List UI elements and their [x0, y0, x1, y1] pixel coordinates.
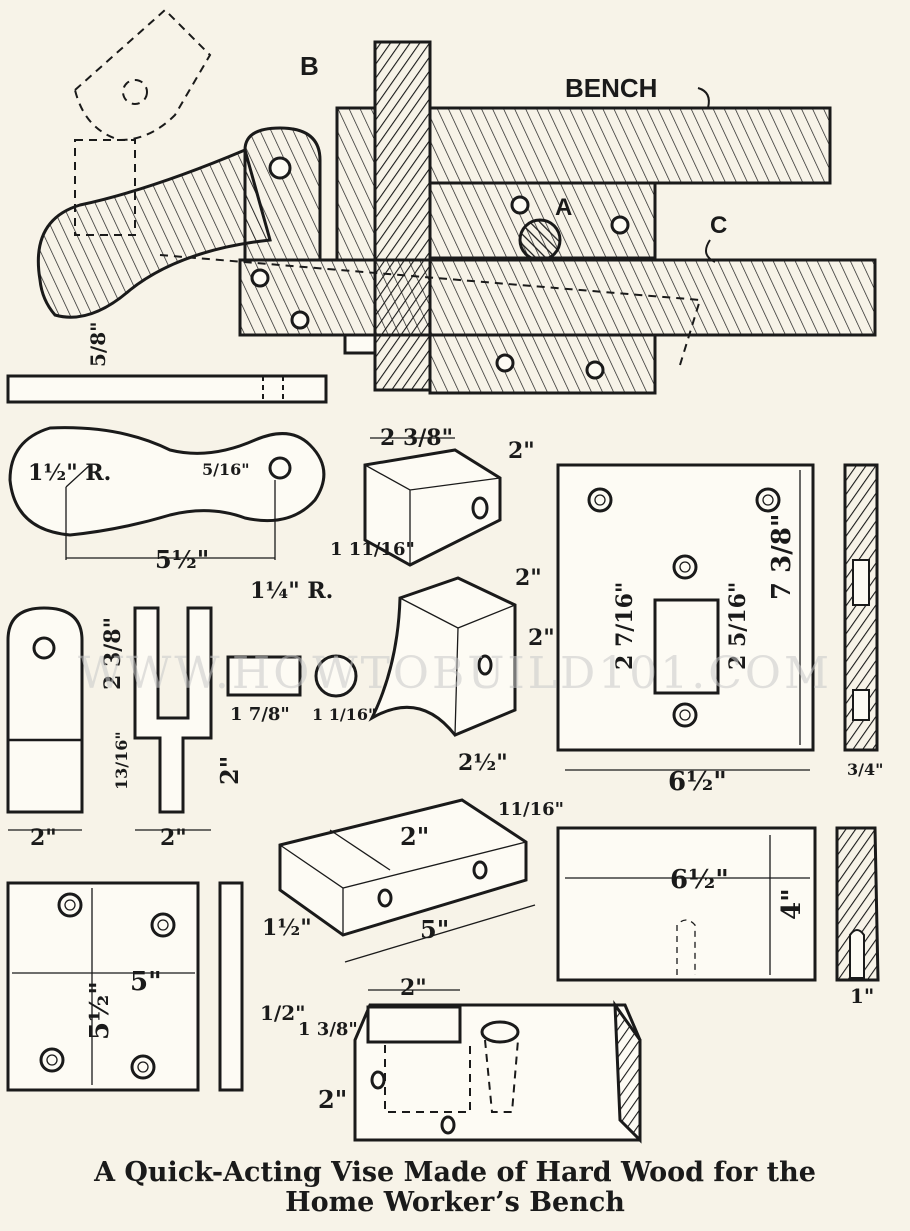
handle-detail [6, 374, 328, 560]
dim-2-3-8-side: 2 3/8" [100, 617, 126, 690]
back-plate-detail [556, 463, 879, 771]
vise-handle [36, 147, 272, 319]
vise-assembly [36, 8, 877, 395]
dim-5-16-hole: 5/16" [202, 460, 250, 479]
dim-2-mid: 2" [515, 565, 542, 591]
dim-1-7-8: 1 7/8" [230, 704, 290, 725]
dim-2-5-16: 2 5/16" [725, 582, 751, 670]
dim-1-2-plate: 1/2" [260, 1001, 306, 1025]
lower-side-strip [835, 826, 880, 982]
label-c: C [710, 212, 727, 239]
dim-5-wedge: 5" [420, 915, 449, 944]
dim-2-block: 2" [400, 975, 427, 1001]
bottom-block-detail [353, 989, 642, 1144]
lower-block [428, 333, 657, 395]
label-a: A [555, 194, 572, 221]
jaw-block [335, 106, 377, 262]
dim-13-16: 13/16" [112, 731, 131, 790]
dim-5-1-2-plate: 5½" [85, 981, 115, 1040]
bench-top [428, 106, 832, 185]
label-b: B [300, 51, 319, 81]
upper-block-detail [363, 437, 502, 567]
dim-2-7-16: 2 7/16" [612, 582, 638, 670]
dim-5-8: 5/8" [86, 321, 110, 367]
cam-a [518, 218, 562, 262]
vertical-jaw [373, 40, 432, 392]
dim-3-4: 3/4" [847, 760, 883, 779]
dim-2-3-8-top: 2 3/8" [380, 425, 453, 451]
dim-2-top: 2" [508, 438, 535, 464]
dim-1-3-8: 1 3/8" [298, 1019, 358, 1040]
lever-fork-detail [6, 606, 358, 831]
figure-caption: A Quick-Acting Vise Made of Hard Wood fo… [0, 1158, 910, 1218]
dim-2-1-2: 2½" [458, 750, 508, 776]
label-bench: BENCH [565, 73, 657, 103]
slide-bar-c [238, 258, 877, 337]
dim-6-1-2-top: 6½" [668, 767, 727, 797]
dim-4: 4" [777, 888, 807, 920]
square-plate-detail [6, 881, 244, 1092]
dim-1-11-16: 1 11/16" [330, 539, 415, 560]
dim-1-1-4-r: 1¼" R. [250, 578, 333, 604]
dim-7-3-8: 7 3/8" [767, 514, 797, 600]
dim-2-wedge: 2" [400, 822, 429, 851]
dim-1: 1" [850, 984, 874, 1008]
dim-2-fork: 2" [160, 825, 187, 851]
cam-block-detail [368, 576, 517, 737]
dim-6-1-2-low: 6½" [670, 865, 729, 895]
dim-2-mid-v: 2" [528, 625, 555, 651]
lower-plate-detail [556, 826, 880, 982]
dim-2-fork-v: 2" [215, 756, 244, 785]
dim-11-16: 11/16" [498, 799, 564, 820]
caption-line-1: A Quick-Acting Vise Made of Hard Wood fo… [94, 1157, 816, 1188]
caption-line-2: Home Worker’s Bench [285, 1187, 625, 1218]
dim-2-block-v: 2" [318, 1085, 347, 1114]
dim-1-1-2-r: 1½" R. [28, 460, 111, 486]
dim-5-plate: 5" [130, 967, 162, 997]
dim-5-1-2: 5½" [155, 545, 209, 574]
long-wedge-detail [278, 798, 536, 963]
handle-lever [243, 126, 322, 262]
dim-1-1-16: 1 1/16" [312, 705, 376, 724]
dim-1-1-2-wedge: 1½" [262, 915, 312, 941]
dim-2-left: 2" [30, 825, 57, 851]
